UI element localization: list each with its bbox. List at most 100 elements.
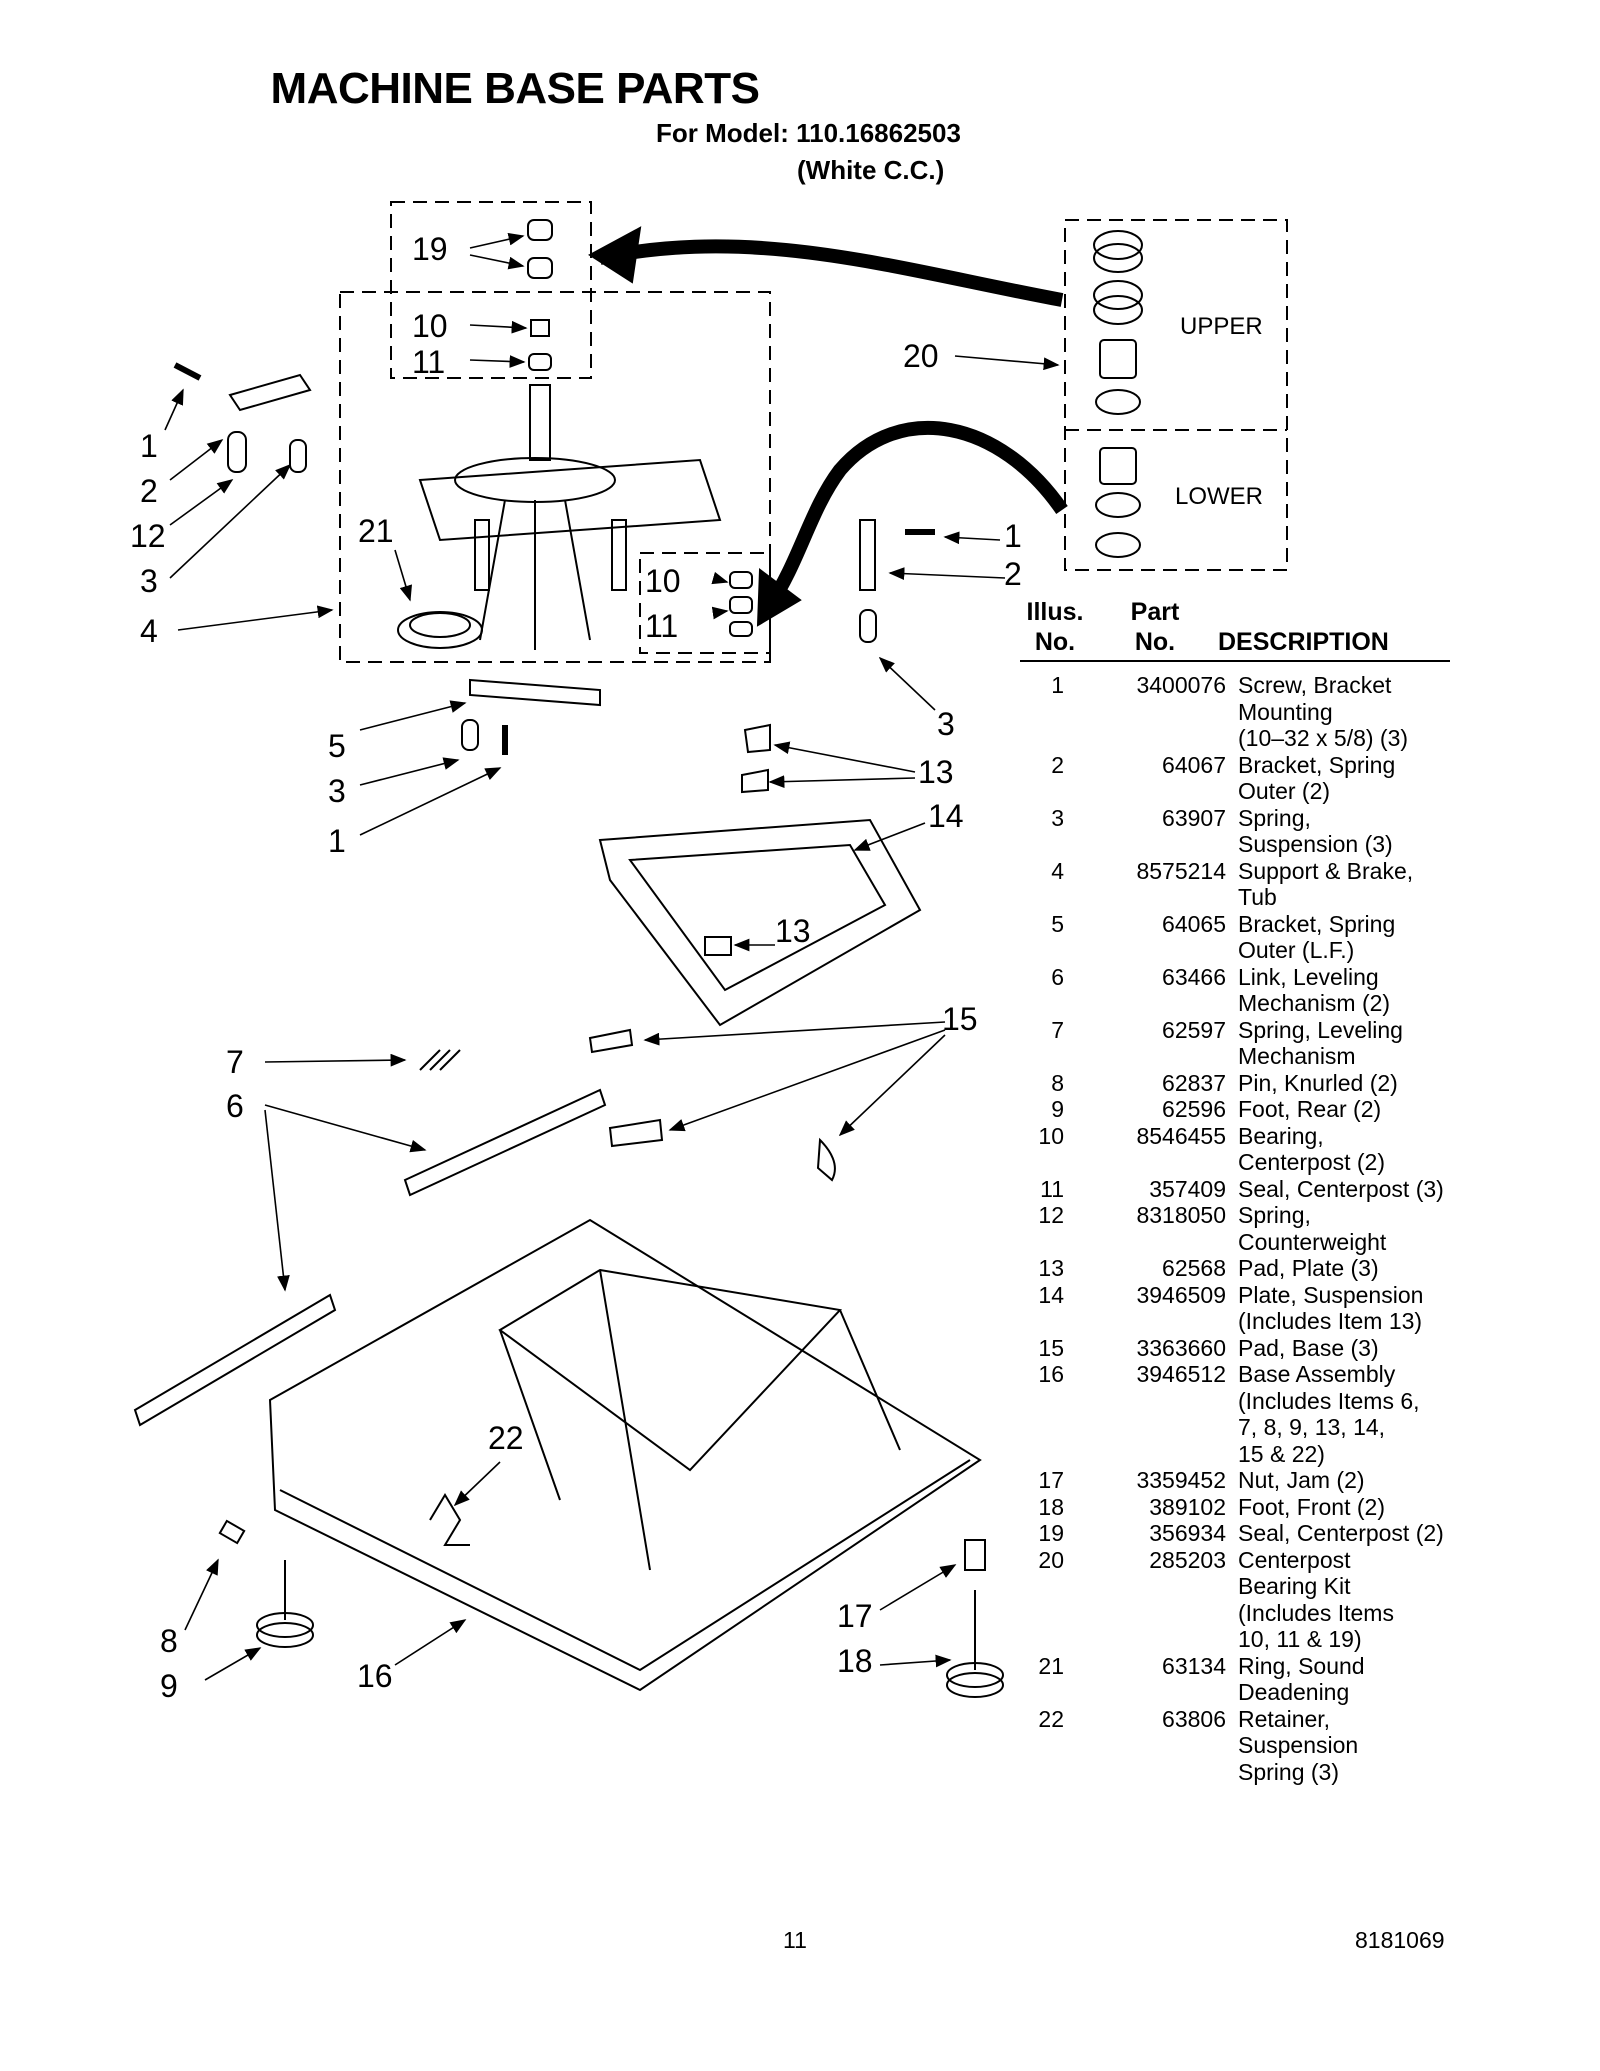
callout-3: 3 [140, 563, 158, 599]
illus-no: 13 [1038, 1255, 1064, 1281]
parts-table: 1 3400076 Screw, Bracket Mounting (10–32 x… [1020, 672, 1460, 1785]
illus-no: 5 [1051, 910, 1064, 937]
callout-2-right: 2 [1004, 556, 1022, 592]
bearing-kit-box [1064, 219, 1288, 571]
callout-14: 14 [928, 798, 964, 834]
illus-no: 11 [1040, 1175, 1064, 1202]
col-illus-head-1: Illus. [1026, 598, 1084, 626]
callout-1-right: 1 [1004, 518, 1022, 554]
table-row: 3 63907 Spring, Suspension (3) [1020, 805, 1460, 858]
callout-20: 20 [903, 338, 939, 374]
illus-no: 7 [1051, 1016, 1064, 1043]
table-row: 22 63806 Retainer, Suspension Spring (3) [1020, 1706, 1460, 1786]
callout-5: 5 [328, 728, 346, 764]
part-description: Retainer, Suspension Spring (3) [1238, 1705, 1359, 1785]
part-description: Pin, Knurled (2) [1238, 1069, 1398, 1096]
table-row: 6 63466 Link, Leveling Mechanism (2) [1020, 964, 1460, 1017]
part-description: Ring, Sound Deadening [1238, 1652, 1365, 1706]
part-no: 357409 [1149, 1175, 1226, 1202]
spring-bracket-left [228, 373, 312, 412]
part-description: Plate, Suspension (Includes Item 13) [1238, 1281, 1424, 1335]
callout-11-lower: 11 [645, 608, 679, 644]
callout-1: 1 [140, 428, 158, 464]
illus-no: 18 [1038, 1493, 1064, 1520]
illus-no: 9 [1051, 1096, 1064, 1122]
part-no: 63806 [1162, 1705, 1226, 1732]
leveling-link-upper [403, 1088, 607, 1197]
illus-no: 15 [1038, 1334, 1064, 1361]
part-no: 63466 [1162, 963, 1226, 990]
part-description: Spring, Counterweight [1238, 1202, 1387, 1255]
part-description: Spring, Suspension (3) [1238, 804, 1393, 858]
callout-1-front: 1 [328, 823, 346, 859]
suspension-plate [598, 818, 922, 1027]
callout-11: 11 [412, 344, 446, 380]
illus-no: 14 [1038, 1281, 1064, 1308]
part-description: Spring, Leveling Mechanism [1238, 1016, 1403, 1070]
callout-6: 6 [226, 1088, 244, 1124]
table-row: 12 8318050 Spring, Counterweight [1020, 1202, 1460, 1255]
part-no: 3363660 [1136, 1334, 1226, 1361]
page-number: 11 [783, 1927, 807, 1953]
callout-10: 10 [412, 308, 448, 344]
part-description: Seal, Centerpost (3) [1238, 1175, 1444, 1202]
illus-no: 3 [1051, 804, 1064, 831]
illus-no: 6 [1051, 963, 1064, 990]
leveling-link-lower [133, 1293, 337, 1427]
lower-kit-arrow [764, 420, 1068, 609]
callout-15: 15 [942, 1001, 978, 1037]
illus-no: 12 [1038, 1202, 1064, 1228]
callout-16: 16 [357, 1658, 393, 1694]
illus-no: 10 [1038, 1122, 1064, 1149]
part-no: 64065 [1162, 910, 1226, 937]
callout-13-plate: 13 [775, 913, 811, 949]
part-description: Bracket, Spring Outer (L.F.) [1238, 910, 1396, 964]
col-part-head-1: Part [1130, 598, 1180, 626]
table-row: 5 64065 Bracket, Spring Outer (L.F.) [1020, 911, 1460, 964]
upper-kit-arrow [598, 239, 1064, 307]
part-no: 8318050 [1136, 1202, 1226, 1228]
part-no: 356934 [1149, 1520, 1226, 1546]
part-no: 63907 [1162, 804, 1226, 831]
part-no: 8546455 [1136, 1122, 1226, 1149]
col-desc-head: DESCRIPTION [1218, 628, 1389, 656]
centerpost-seal-box [390, 201, 592, 379]
callout-10-lower: 10 [645, 563, 681, 599]
tub-support-box [339, 291, 771, 663]
callout-8: 8 [160, 1623, 178, 1659]
callout-18: 18 [837, 1643, 873, 1679]
leveling-spring [419, 1049, 461, 1071]
part-description: Link, Leveling Mechanism (2) [1238, 963, 1391, 1017]
illus-no: 1 [1051, 672, 1064, 698]
part-description: Screw, Bracket Mounting (10–32 x 5/8) (3… [1238, 672, 1409, 751]
part-description: Foot, Front (2) [1238, 1493, 1385, 1520]
part-no: 3400076 [1136, 672, 1226, 698]
part-description: Base Assembly (Includes Items 6, 7, 8, 9… [1238, 1361, 1420, 1467]
illus-no: 19 [1038, 1520, 1064, 1546]
col-illus-head-2: No. [1034, 628, 1076, 656]
part-description: Support & Brake, Tub [1238, 857, 1414, 911]
part-no: 62837 [1162, 1069, 1226, 1096]
part-description: Nut, Jam (2) [1238, 1467, 1365, 1493]
part-description: Bracket, Spring Outer (2) [1238, 751, 1396, 805]
table-row: 1 3400076 Screw, Bracket Mounting (10–32 x… [1020, 672, 1460, 752]
part-no: 285203 [1149, 1546, 1226, 1573]
part-no: 63134 [1162, 1652, 1226, 1679]
color-line: (White C.C.) [797, 155, 945, 185]
upper-label: UPPER [1180, 313, 1263, 340]
illus-no: 4 [1051, 857, 1064, 884]
part-description: Centerpost Bearing Kit (Includes Items 1… [1238, 1546, 1394, 1653]
callout-19: 19 [412, 231, 448, 267]
part-no: 62568 [1162, 1255, 1226, 1281]
illus-no: 22 [1038, 1705, 1064, 1732]
part-no: 3946509 [1136, 1281, 1226, 1308]
table-row: 14 3946509 Plate, Suspension (Includes Ite… [1020, 1282, 1460, 1335]
